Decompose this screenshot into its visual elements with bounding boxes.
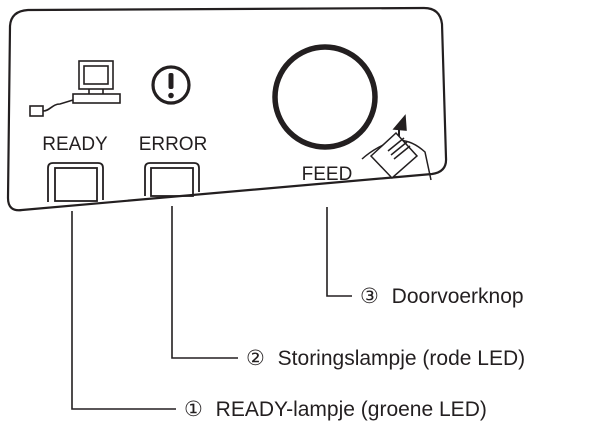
callout-feed-marker: ③ — [360, 285, 379, 308]
error-label: ERROR — [139, 134, 208, 155]
leader-line-error — [171, 206, 238, 359]
callout-feed: ③ Doorvoerknop — [360, 285, 524, 308]
callout-error-marker: ② — [246, 347, 265, 370]
exclamation-icon — [151, 65, 191, 105]
callout-ready-marker: ① — [184, 398, 203, 421]
callout-ready-text: READY-lampje (groene LED) — [216, 398, 487, 421]
callout-feed-text: Doorvoerknop — [392, 285, 524, 308]
callout-error: ② Storingslampje (rode LED) — [246, 347, 525, 370]
leader-line-feed — [326, 207, 352, 297]
panel-outline — [6, 6, 448, 212]
leader-line-ready — [71, 211, 176, 410]
feed-label: FEED — [302, 164, 353, 185]
computer-icon — [29, 60, 121, 117]
paper-feed-icon — [361, 114, 432, 181]
error-led — [144, 162, 200, 197]
feed-button[interactable] — [272, 44, 378, 150]
callout-error-text: Storingslampje (rode LED) — [278, 347, 525, 370]
ready-led — [47, 162, 104, 202]
ready-label: READY — [42, 134, 108, 155]
callout-ready: ① READY-lampje (groene LED) — [184, 398, 487, 421]
